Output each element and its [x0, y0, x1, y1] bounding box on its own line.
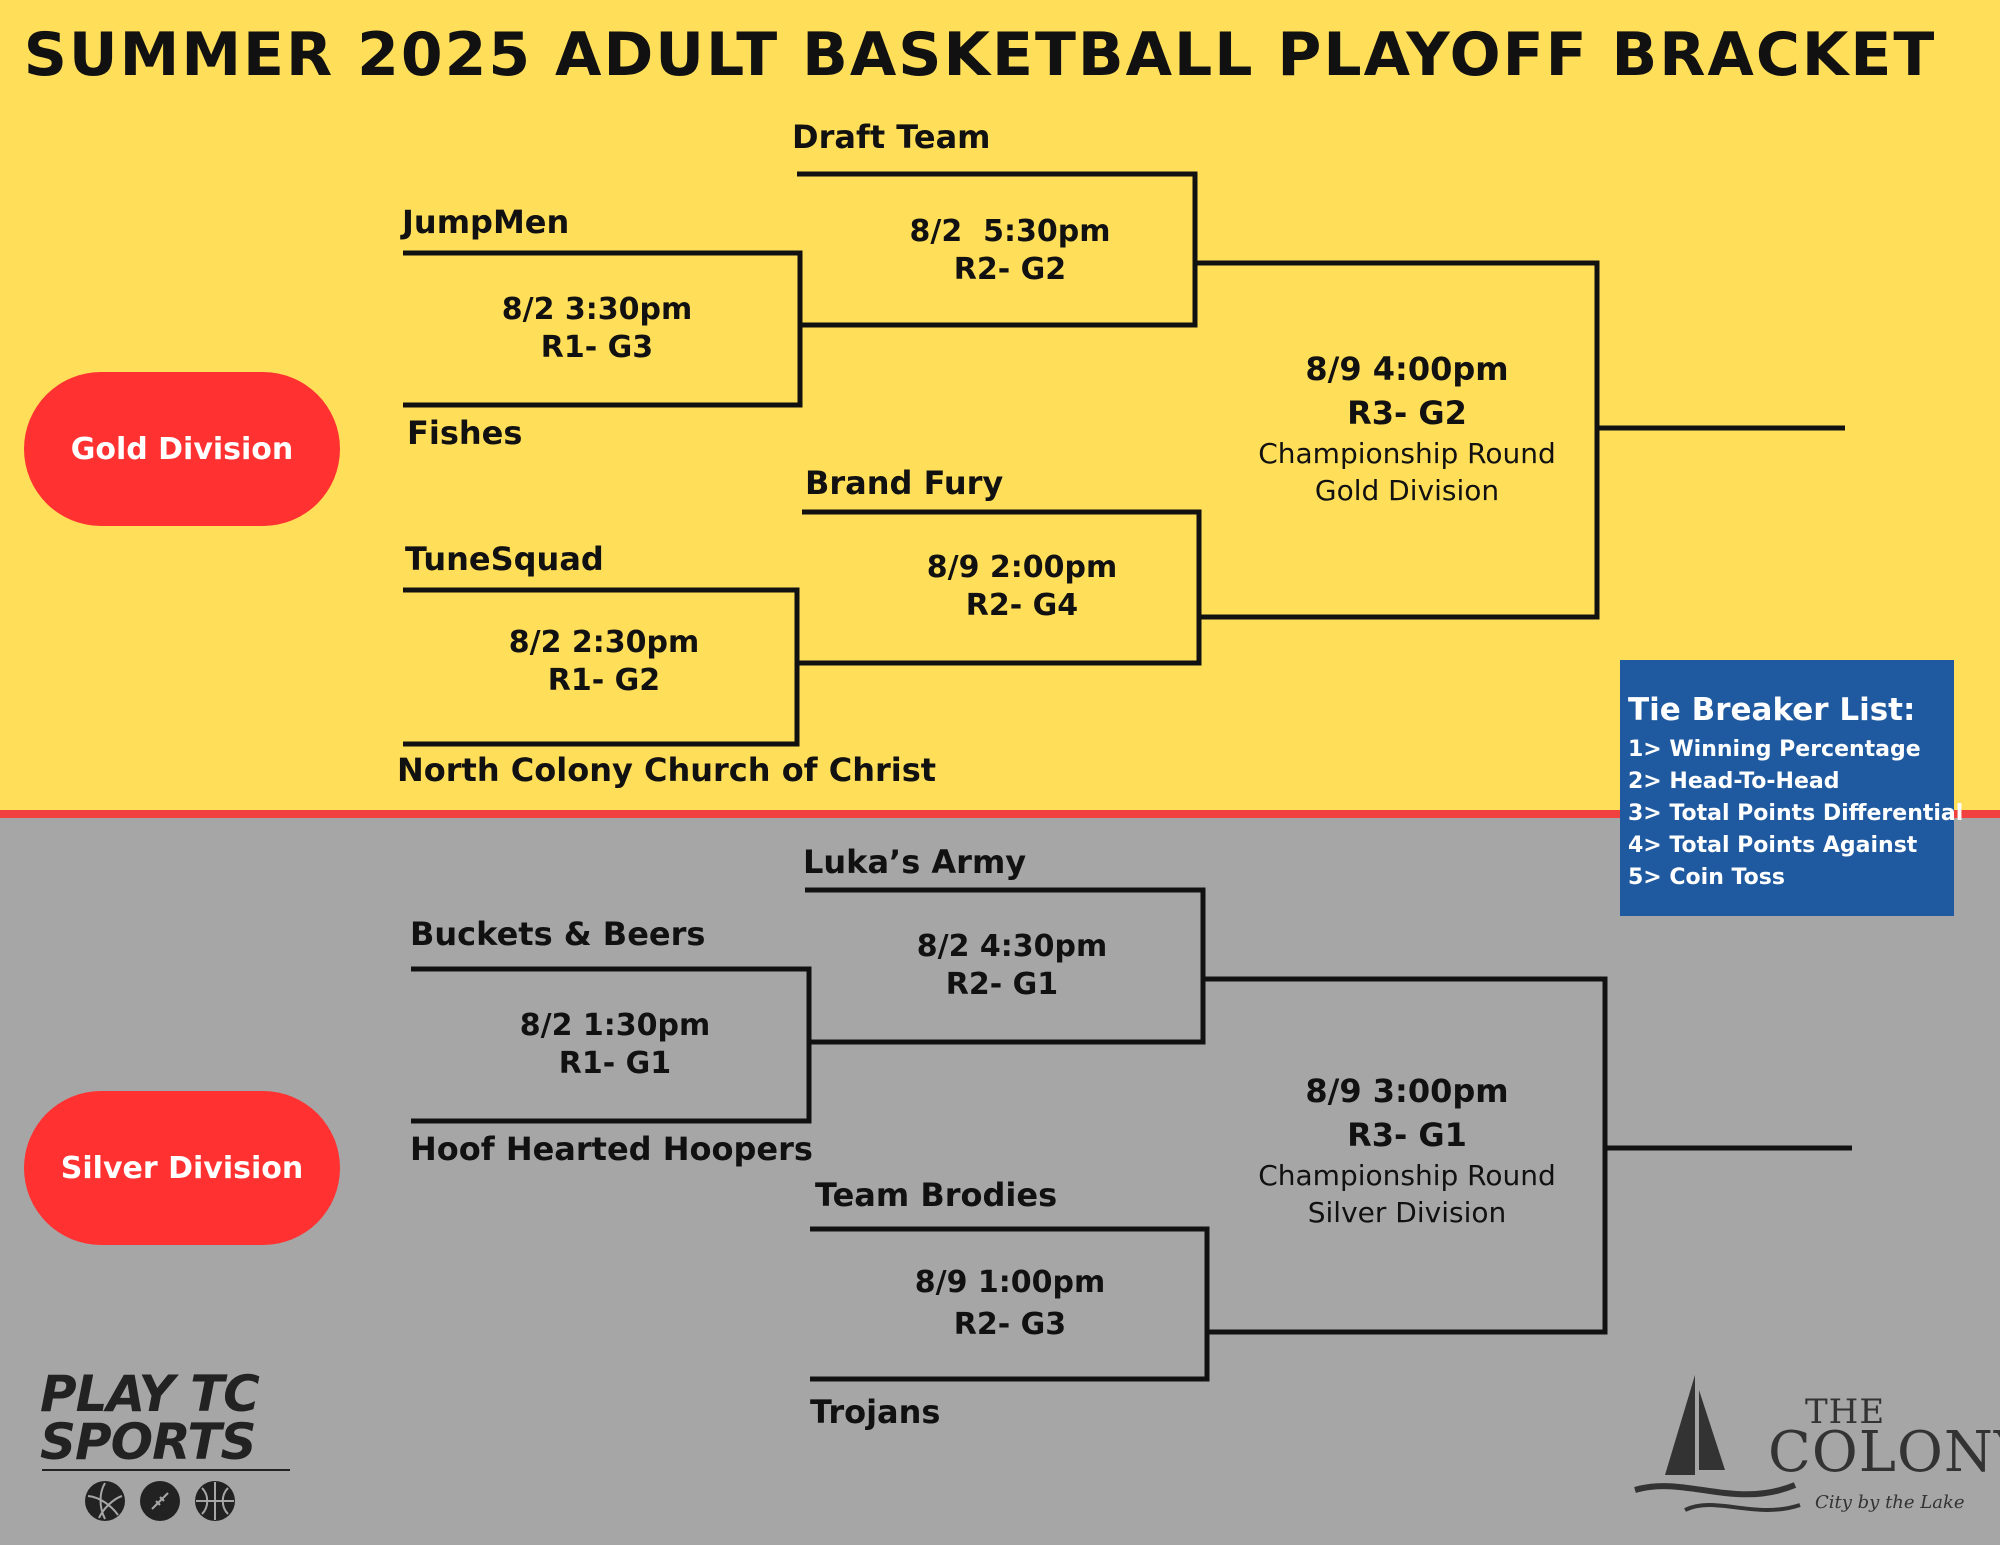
game-r1-g3: 8/2 3:30pm R1- G3: [502, 291, 693, 367]
tie-breaker-item: 2> Head-To-Head: [1628, 769, 1840, 794]
final-round: Championship Round: [1258, 437, 1556, 470]
game-id: R1- G3: [540, 330, 654, 365]
final-id: R3- G2: [1347, 394, 1467, 432]
game-id: R2- G3: [953, 1307, 1067, 1342]
game-r1-g2: 8/2 2:30pm R1- G2: [509, 624, 700, 700]
team-brand-fury: Brand Fury: [805, 464, 1004, 502]
final-division: Gold Division: [1314, 474, 1500, 507]
team-brodies: Team Brodies: [815, 1176, 1058, 1214]
final-round: Championship Round: [1258, 1159, 1556, 1192]
game-time: 8/9 1:00pm: [914, 1265, 1106, 1300]
tie-breaker-heading: Tie Breaker List:: [1628, 692, 1916, 728]
silver-championship-game: 8/9 3:00pm R3- G1 Championship Round Sil…: [1258, 1069, 1556, 1231]
gold-championship-game: 8/9 4:00pm R3- G2 Championship Round Gol…: [1258, 347, 1556, 509]
game-r2-g4: 8/9 2:00pm R2- G4: [927, 549, 1118, 625]
game-r1-g1: 8/2 1:30pm R1- G1: [520, 1007, 711, 1083]
page-title: SUMMER 2025 ADULT BASKETBALL PLAYOFF BRA…: [23, 20, 1937, 90]
basketball-icon: [195, 1481, 235, 1521]
game-id: R2- G2: [953, 252, 1067, 287]
team-fishes: Fishes: [407, 414, 523, 452]
section-divider: [0, 810, 2000, 818]
game-time: 8/2 2:30pm: [508, 625, 700, 660]
silver-division-label: Silver Division: [24, 1091, 340, 1245]
logo-line-2: SPORTS: [40, 1413, 257, 1471]
final-time: 8/9 3:00pm: [1305, 1072, 1509, 1110]
logo-the: THE: [1805, 1392, 1886, 1432]
the-colony-logo: THE COLONY City by the Lake: [1620, 1370, 2000, 1530]
team-buckets-and-beers: Buckets & Beers: [410, 915, 706, 953]
game-time: 8/2 1:30pm: [519, 1008, 711, 1043]
logo-line-1: PLAY TC: [40, 1365, 260, 1423]
team-tunesquad: TuneSquad: [405, 540, 604, 578]
tie-breaker-item: 3> Total Points Differential: [1628, 801, 1964, 826]
football-icon: [140, 1481, 180, 1521]
team-draft-team: Draft Team: [792, 118, 991, 156]
game-id: R2- G1: [945, 967, 1059, 1002]
game-time: 8/2 5:30pm: [909, 214, 1111, 249]
tie-breaker-box: Tie Breaker List: 1> Winning Percentage …: [1620, 660, 1964, 916]
team-hoof-hearted-hoopers: Hoof Hearted Hoopers: [410, 1130, 813, 1168]
game-time: 8/2 3:30pm: [501, 292, 693, 327]
logo-rule: [42, 1469, 290, 1471]
team-jumpmen: JumpMen: [402, 203, 570, 241]
game-time: 8/2 4:30pm: [916, 929, 1108, 964]
game-time: 8/9 2:00pm: [926, 550, 1118, 585]
gold-division-label: Gold Division: [24, 372, 340, 526]
final-time: 8/9 4:00pm: [1305, 350, 1509, 388]
tie-breaker-item: 4> Total Points Against: [1628, 833, 1918, 858]
final-division: Silver Division: [1307, 1196, 1507, 1229]
final-id: R3- G1: [1347, 1116, 1467, 1154]
team-north-colony-church-of-christ: North Colony Church of Christ: [397, 751, 937, 789]
game-r2-g1: 8/2 4:30pm R2- G1: [917, 928, 1108, 1004]
volleyball-icon: [85, 1481, 125, 1521]
game-id: R1- G1: [558, 1046, 672, 1081]
sailboat-icon: [1634, 1375, 1801, 1512]
game-r2-g2: 8/2 5:30pm R2- G2: [910, 213, 1111, 289]
team-trojans: Trojans: [810, 1393, 941, 1431]
tie-breaker-item: 5> Coin Toss: [1628, 865, 1785, 890]
tie-breaker-item: 1> Winning Percentage: [1628, 737, 1921, 762]
logo-tagline: City by the Lake: [1815, 1492, 1965, 1513]
team-lukas-army: Luka’s Army: [803, 843, 1027, 881]
logo-colony: COLONY: [1768, 1420, 2000, 1485]
game-r2-g3: 8/9 1:00pm R2- G3: [915, 1262, 1106, 1346]
play-tc-sports-logo: PLAY TC SPORTS: [40, 1365, 320, 1525]
game-id: R2- G4: [965, 588, 1079, 623]
game-id: R1- G2: [547, 663, 661, 698]
